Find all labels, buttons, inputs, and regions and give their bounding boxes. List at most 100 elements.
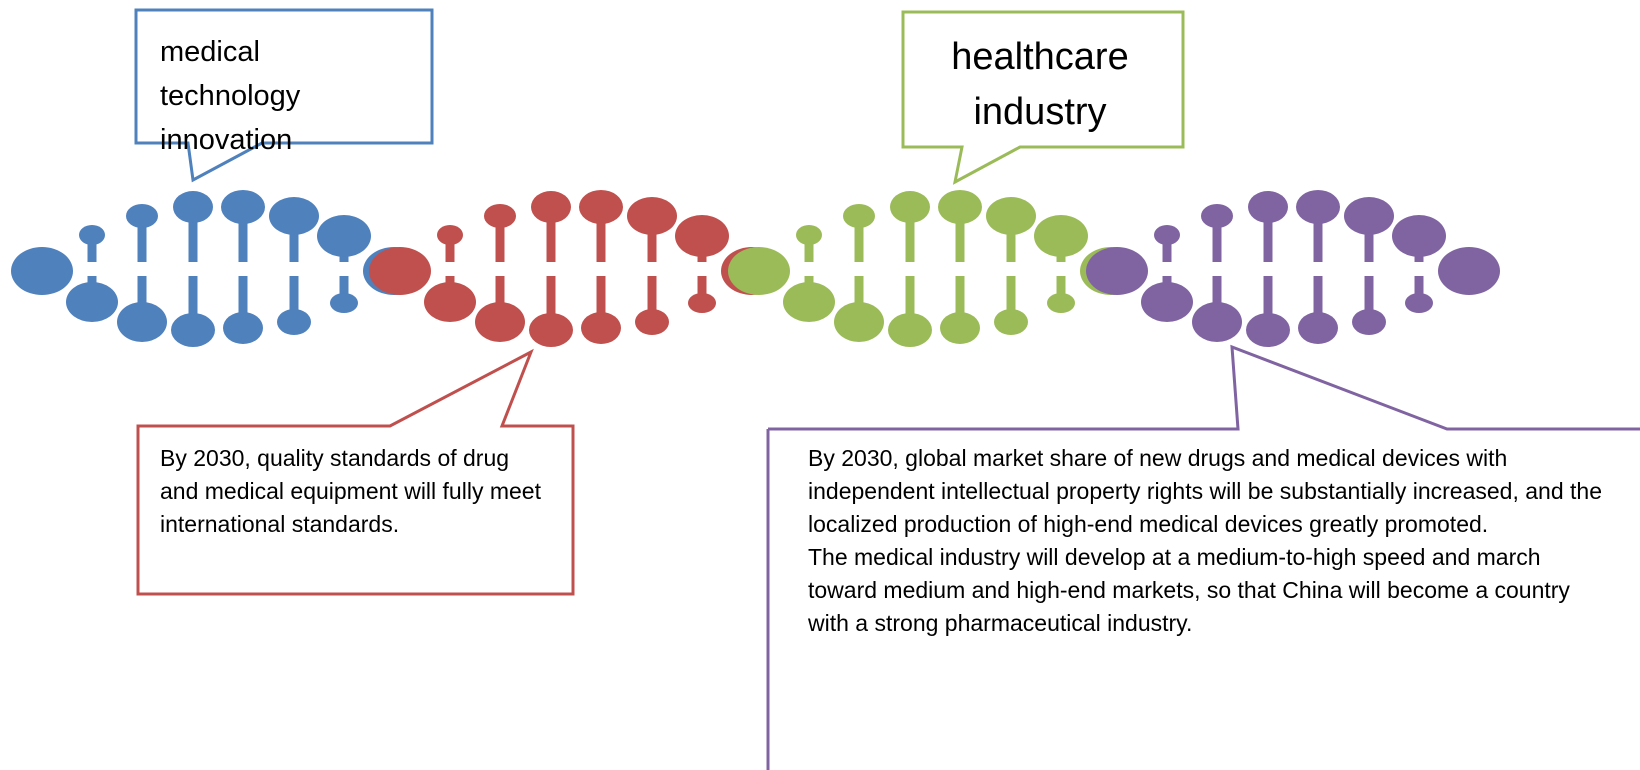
helix-rung-bar [1263,276,1273,330]
helix-node [223,312,263,344]
helix-node [529,313,573,347]
helix-node [890,191,930,223]
helix-rung-bar [546,207,556,262]
helix-node [1154,225,1180,245]
helix-rung-bar [905,207,915,262]
helix-rung-bar [546,276,556,330]
helix-node [1352,309,1386,335]
helix-node [277,309,311,335]
helix-node [728,247,790,295]
helix-node [1141,282,1193,322]
helix-rung-bar [188,207,198,262]
helix-node [475,302,525,342]
helix-node [1086,247,1148,295]
helix-rung-bar [238,276,248,328]
dna-helix [11,190,1500,347]
callout-market-text: By 2030, global market share of new drug… [808,442,1608,640]
helix-node [843,204,875,228]
helix-rung-bar [188,276,198,330]
helix-node [1298,312,1338,344]
helix-segment-purple [1086,190,1500,347]
helix-rung-bar [289,276,299,322]
helix-node [635,309,669,335]
helix-node [796,225,822,245]
helix-rung-bar [1414,276,1424,303]
helix-node [579,190,623,224]
helix-rung-bar [1212,276,1222,322]
helix-node [484,204,516,228]
helix-node [940,312,980,344]
helix-node [994,309,1028,335]
helix-node [1392,215,1446,257]
callout-market-box [766,344,1640,770]
helix-rung-bar [697,276,707,303]
helix-node [269,197,319,235]
helix-node [1344,197,1394,235]
helix-rung-bar [238,207,248,262]
helix-node [834,302,884,342]
helix-node [330,293,358,313]
callout-quality-text: By 2030, quality standards of drug and m… [160,445,541,537]
callout-industry-box [901,10,1185,185]
helix-rung-bar [495,276,505,322]
helix-node [531,191,571,223]
callout-quality-box [136,348,575,596]
helix-node [1192,302,1242,342]
helix-node [221,190,265,224]
helix-node [581,312,621,344]
helix-rung-bar [1056,276,1066,303]
helix-rung-bar [1006,216,1016,262]
helix-rung-bar [1162,235,1172,262]
helix-rung-bar [137,276,147,322]
helix-node [424,282,476,322]
helix-node [783,282,835,322]
helix-segment-red [369,190,783,347]
helix-rung-bar [1212,216,1222,262]
helix-rung-bar [1364,276,1374,322]
helix-node [173,191,213,223]
helix-rung-bar [445,235,455,262]
helix-rung-bar [1364,216,1374,262]
helix-rung-bar [87,235,97,262]
helix-rung-bar [854,216,864,262]
helix-rung-bar [495,216,505,262]
helix-node [171,313,215,347]
callout-market-paragraph-1: By 2030, global market share of new drug… [808,445,1602,537]
helix-node [1405,293,1433,313]
helix-node [675,215,729,257]
helix-node [437,225,463,245]
helix-rung-bar [339,276,349,303]
helix-node [1034,215,1088,257]
helix-rung-bar [289,216,299,262]
helix-rung-bar [647,276,657,322]
helix-node [1296,190,1340,224]
helix-rung-bar [647,216,657,262]
helix-node [627,197,677,235]
helix-node [11,247,73,295]
helix-node [1438,247,1500,295]
helix-rung-bar [1313,276,1323,328]
helix-node [369,247,431,295]
helix-node [79,225,105,245]
callout-industry-text: healthcare industry [951,36,1129,133]
helix-segment-blue [11,190,425,347]
callout-tech-box [134,8,434,183]
helix-node [986,197,1036,235]
helix-rung-bar [1006,276,1016,322]
helix-node [66,282,118,322]
helix-node [888,313,932,347]
helix-node [1246,313,1290,347]
helix-rung-bar [596,276,606,328]
helix-rung-bar [1263,207,1273,262]
helix-node [317,215,371,257]
helix-node [126,204,158,228]
helix-node [1248,191,1288,223]
helix-rung-bar [854,276,864,322]
helix-node [1201,204,1233,228]
helix-rung-bar [955,276,965,328]
helix-rung-bar [804,235,814,262]
callout-tech-text: medical technology innovation [160,36,301,156]
helix-node [117,302,167,342]
helix-rung-bar [596,207,606,262]
